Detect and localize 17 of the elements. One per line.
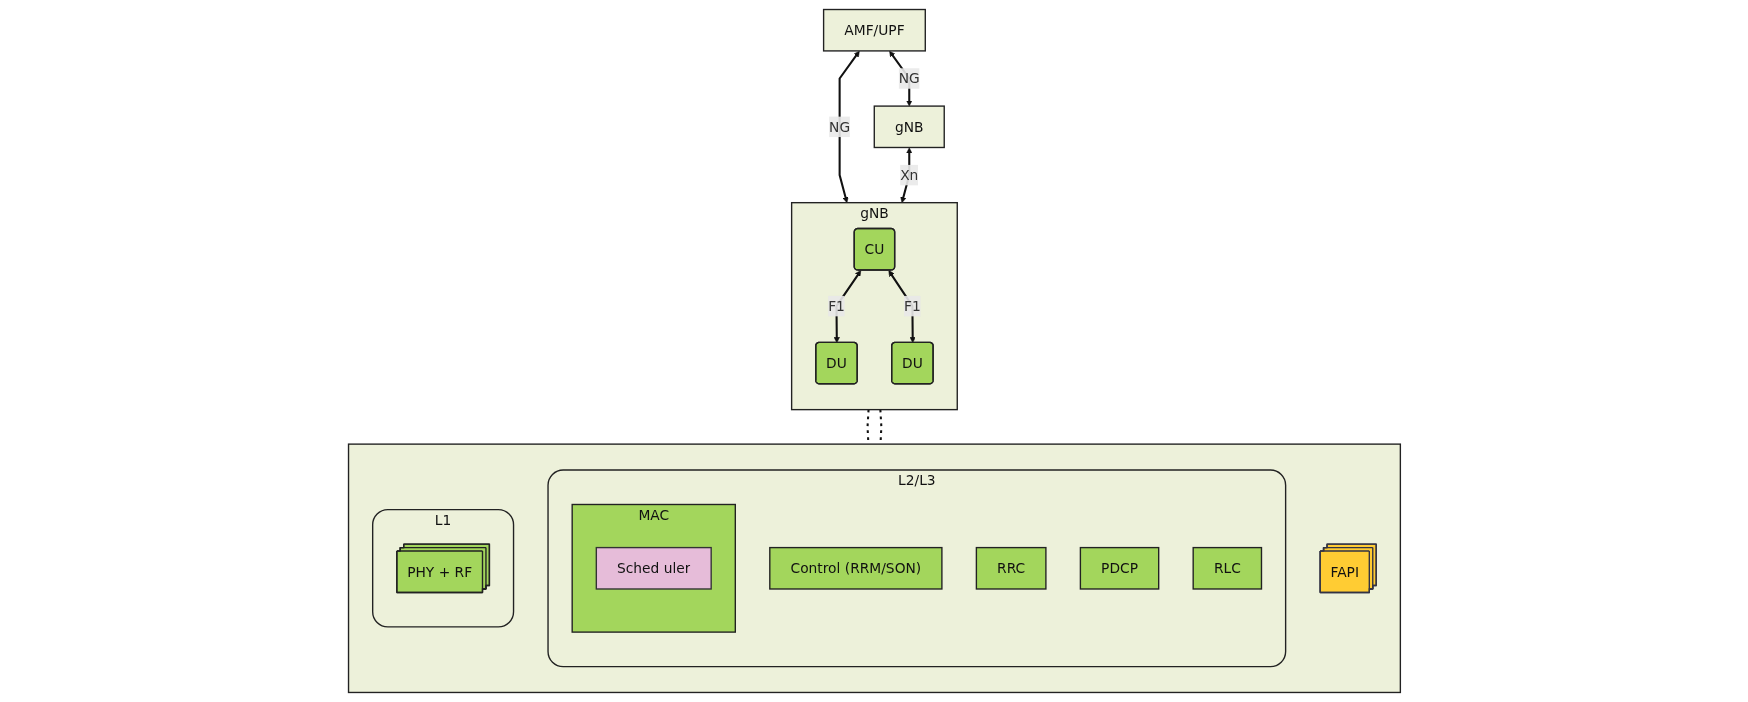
edge-label: Xn xyxy=(899,166,918,184)
edge-label: NG xyxy=(828,118,850,136)
node-box: AMF/UPF xyxy=(822,8,926,52)
node-box: PDCP xyxy=(1079,546,1159,590)
node-box: Sched uler xyxy=(595,546,712,590)
arrow xyxy=(838,50,860,203)
cluster xyxy=(347,443,1401,694)
node-box: RRC xyxy=(975,546,1047,590)
arrow xyxy=(888,50,912,107)
arrow xyxy=(833,270,861,343)
node-box: RLC xyxy=(1192,546,1262,590)
edge-label: NG xyxy=(898,70,920,87)
node-box: Control (RRM/SON) xyxy=(768,546,943,590)
edge-label: F1 xyxy=(827,297,845,315)
arrow xyxy=(888,270,916,343)
node-box: gNB xyxy=(873,105,945,149)
edge-label: F1 xyxy=(903,297,921,315)
